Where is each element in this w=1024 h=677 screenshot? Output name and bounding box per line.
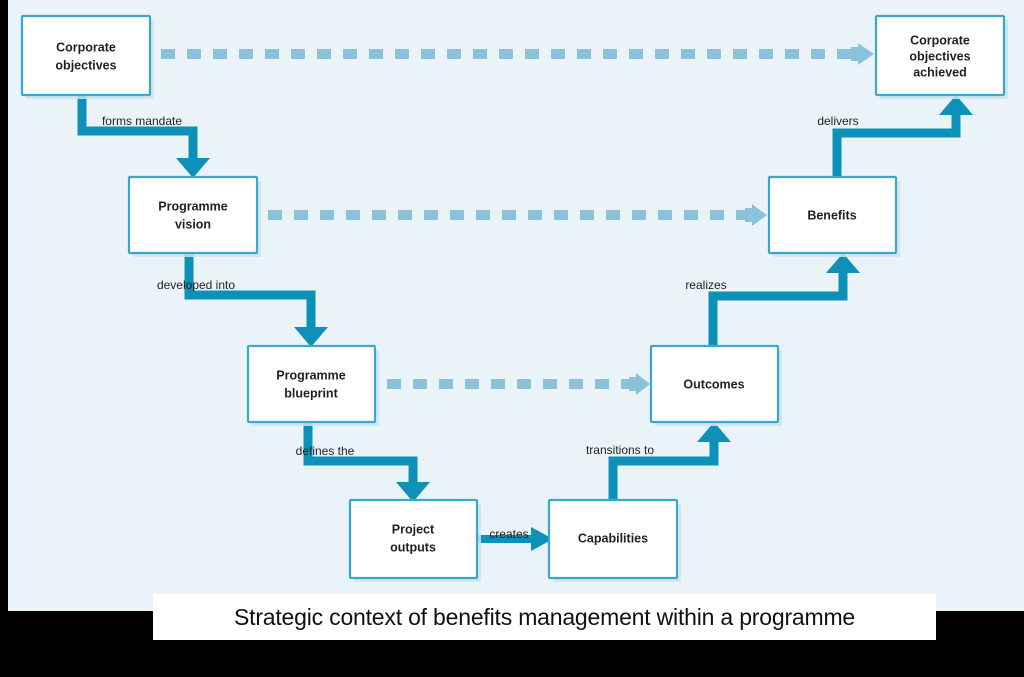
figure-caption-bar: Strategic context of benefits management… xyxy=(153,594,936,640)
node-project-outputs[interactable]: Project outputs xyxy=(348,498,481,582)
edge-label-defines-the: defines the xyxy=(296,444,355,458)
node-capabilities[interactable]: Capabilities xyxy=(547,498,681,582)
node-label-line: Outcomes xyxy=(683,377,744,391)
node-label-line: achieved xyxy=(913,65,967,79)
dashed-edge-corporate-objectives-to-achieved xyxy=(161,43,874,65)
solid-edge-creates xyxy=(477,527,553,551)
dashed-edge-programme-vision-to-benefits xyxy=(268,204,767,226)
node-label-line: objectives xyxy=(55,58,116,72)
node-label-line: Programme xyxy=(276,368,346,382)
figure-caption: Strategic context of benefits management… xyxy=(233,603,856,630)
node-label-line: objectives xyxy=(909,49,970,63)
edge-label-delivers: delivers xyxy=(817,114,858,128)
solid-arrowhead xyxy=(697,422,731,442)
node-programme-blueprint[interactable]: Programme blueprint xyxy=(246,344,379,426)
node-corporate-objectives-achieved[interactable]: Corporate objectives achieved xyxy=(874,14,1008,99)
solid-arrowhead xyxy=(531,527,553,551)
node-outcomes[interactable]: Outcomes xyxy=(649,344,782,426)
node-label-line: Programme xyxy=(158,199,228,213)
node-label-line: Capabilities xyxy=(578,531,648,545)
edge-label-transitions-to: transitions to xyxy=(586,443,654,457)
edge-label-realizes: realizes xyxy=(685,278,726,292)
node-benefits[interactable]: Benefits xyxy=(767,175,900,257)
solid-arrowhead xyxy=(826,253,860,273)
node-corporate-objectives[interactable]: Corporate objectives xyxy=(20,14,154,99)
solid-arrowhead xyxy=(939,95,973,115)
diagram-canvas xyxy=(8,0,1024,611)
edge-label-forms-mandate: forms mandate xyxy=(102,114,182,128)
node-label-line: outputs xyxy=(390,540,436,554)
solid-edge-delivers xyxy=(832,95,973,177)
node-label-line: blueprint xyxy=(284,386,338,400)
dashed-arrowhead xyxy=(629,373,650,395)
dashed-edge-programme-blueprint-to-outcomes xyxy=(387,373,650,395)
edge-label-developed-into: developed into xyxy=(157,278,235,292)
solid-edge-forms-mandate xyxy=(77,95,210,178)
node-programme-vision[interactable]: Programme vision xyxy=(127,175,261,257)
solid-edge-transitions-to xyxy=(608,422,731,500)
solid-arrowhead xyxy=(396,482,430,502)
dashed-arrowhead xyxy=(851,43,874,65)
solid-arrowhead xyxy=(294,327,328,347)
node-label-line: Corporate xyxy=(56,40,116,54)
dashed-arrowhead xyxy=(745,204,767,226)
solid-edge-defines-the xyxy=(303,422,430,502)
solid-edge-realizes xyxy=(708,253,860,346)
diagram-svg: Corporate objectives Corporate objective… xyxy=(20,14,1008,582)
node-label-line: Project xyxy=(392,522,435,536)
solid-arrowhead xyxy=(176,158,210,178)
node-label-line: Corporate xyxy=(910,33,970,47)
edge-label-creates: creates xyxy=(489,527,528,541)
node-label-line: vision xyxy=(175,217,211,231)
solid-edge-developed-into xyxy=(184,253,328,347)
node-label-line: Benefits xyxy=(807,208,856,222)
